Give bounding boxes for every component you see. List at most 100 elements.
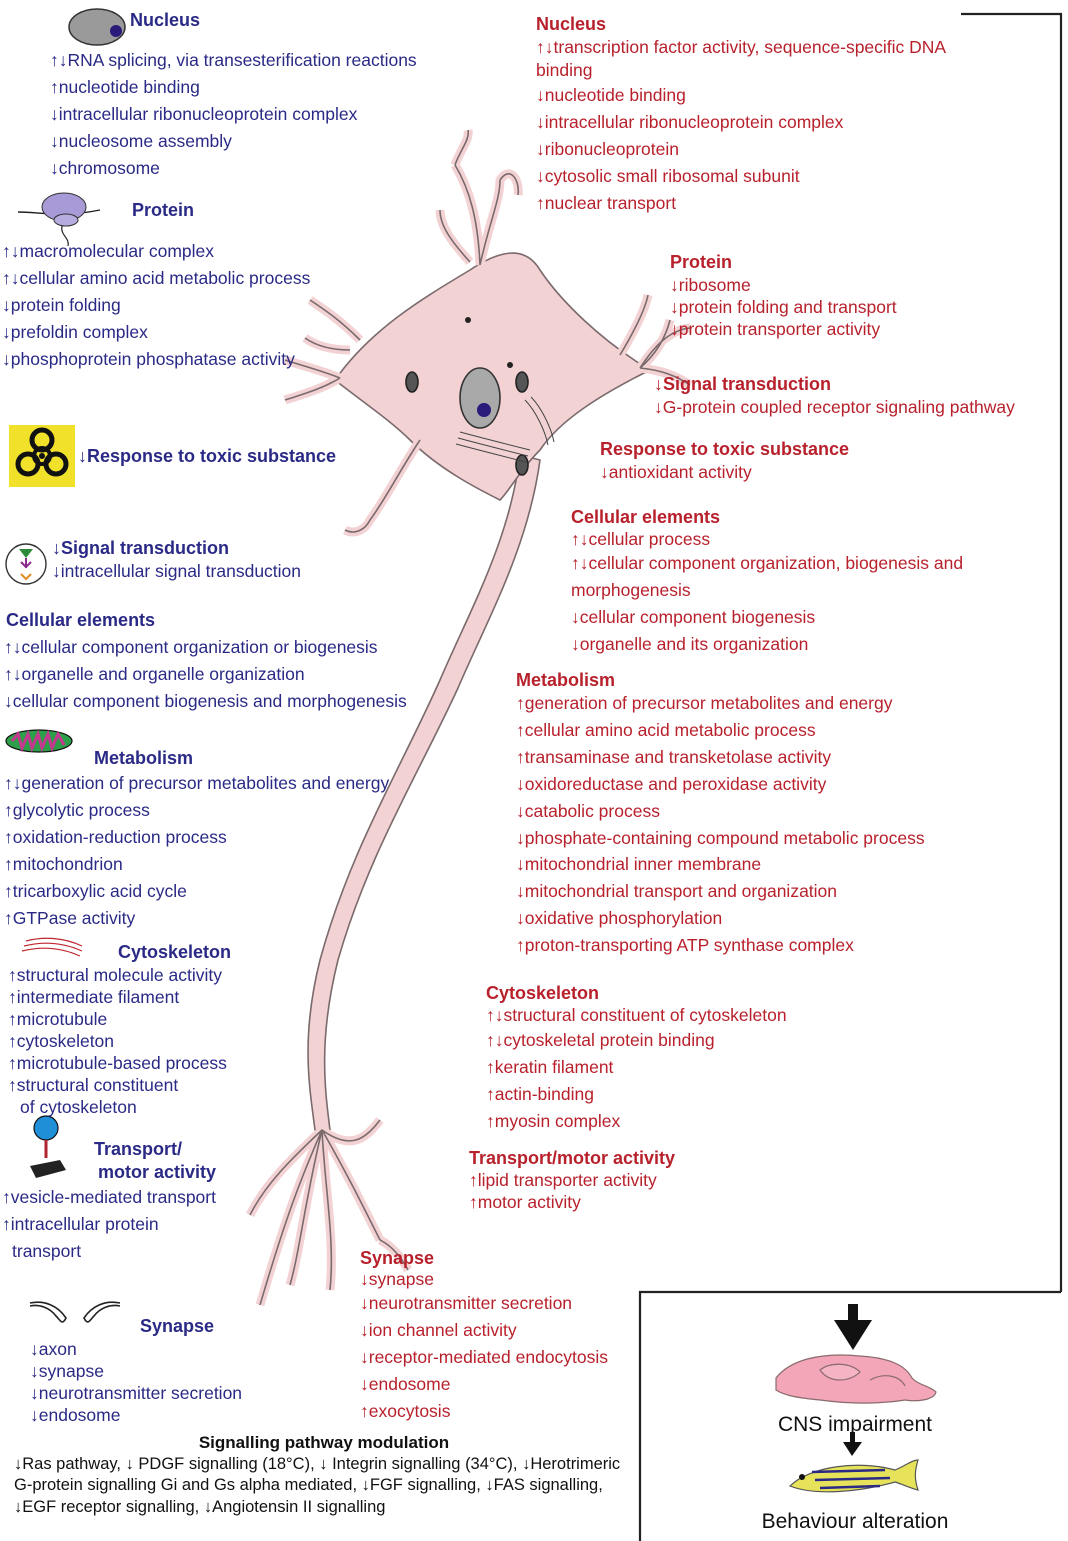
left-metabolism-block: Metabolism ↑↓generation of precursor met… (4, 746, 389, 931)
right-metabolism-item: ↑cellular amino acid metabolic process (516, 717, 925, 744)
right-cytoskeleton-title: Cytoskeleton (486, 983, 787, 1003)
right-protein-item: ↓protein transporter activity (670, 318, 897, 340)
brain-icon (776, 1355, 936, 1403)
left-metabolism-item: ↑tricarboxylic acid cycle (4, 878, 389, 905)
left-signal-item: ↓intracellular signal transduction (52, 560, 301, 582)
right-transport-title: Transport/motor activity (469, 1147, 675, 1169)
signalling-pathway-block: Signalling pathway modulation ↓Ras pathw… (14, 1432, 634, 1518)
right-synapse-item: ↓receptor-mediated endocytosis (360, 1344, 608, 1371)
right-metabolism-item: ↓catabolic process (516, 798, 925, 825)
right-cytoskeleton-block: Cytoskeleton ↑↓structural constituent of… (486, 983, 787, 1135)
left-transport-title-line2: motor activity (98, 1160, 216, 1184)
right-nucleus-block: Nucleus ↑↓transcription factor activity,… (536, 12, 946, 217)
right-cytoskeleton-item: ↑myosin complex (486, 1108, 787, 1135)
right-synapse-item: ↓endosome (360, 1371, 608, 1398)
left-protein-item: ↓phosphoprotein phosphatase activity (2, 346, 310, 373)
left-nucleus-item: ↓nucleosome assembly (50, 128, 417, 155)
right-nucleus-item: ↑↓transcription factor activity, sequenc… (536, 36, 946, 58)
biohazard-icon (9, 425, 75, 487)
left-cytoskeleton-block: Cytoskeleton ↑structural molecule activi… (8, 940, 231, 1118)
down-arrow-icon (834, 1304, 872, 1350)
left-nucleus-block: Nucleus ↑↓RNA splicing, via transesterif… (50, 8, 417, 182)
right-metabolism-title: Metabolism (516, 670, 925, 690)
right-transport-item: ↑lipid transporter activity (469, 1169, 675, 1191)
right-synapse-item: ↑exocytosis (360, 1398, 608, 1425)
left-cellular-item: ↓cellular component biogenesis and morph… (4, 688, 407, 715)
right-metabolism-block: Metabolism ↑generation of precursor meta… (516, 670, 925, 959)
left-cellular-item: ↑↓cellular component organization or bio… (4, 634, 407, 661)
right-metabolism-item: ↓mitochondrial inner membrane (516, 851, 925, 878)
right-nucleus-title: Nucleus (536, 12, 946, 36)
right-metabolism-item: ↓oxidative phosphorylation (516, 905, 925, 932)
left-transport-item: transport (12, 1238, 216, 1265)
left-protein-title: Protein (132, 198, 310, 222)
left-cytoskeleton-item: ↑intermediate filament (8, 986, 231, 1008)
left-protein-item: ↑↓macromolecular complex (2, 238, 310, 265)
right-synapse-item: ↓neurotransmitter secretion (360, 1290, 608, 1317)
right-cellular-item: ↓cellular component biogenesis (571, 604, 963, 631)
right-protein-block: Protein ↓ribosome ↓protein folding and t… (670, 250, 897, 340)
right-nucleus-item: binding (536, 58, 946, 82)
left-transport-item: ↑intracellular protein (2, 1211, 216, 1238)
right-metabolism-item: ↓mitochondrial transport and organizatio… (516, 878, 925, 905)
cns-impairment-label: CNS impairment (760, 1413, 950, 1437)
right-nucleus-item: ↓nucleotide binding (536, 82, 946, 109)
signalling-title: Signalling pathway modulation (14, 1432, 634, 1454)
left-cellular-title: Cellular elements (6, 608, 407, 632)
right-protein-item: ↓ribosome (670, 274, 897, 296)
right-synapse-item: ↓ion channel activity (360, 1317, 608, 1344)
left-metabolism-item: ↑GTPase activity (4, 905, 389, 932)
right-cytoskeleton-item: ↑actin-binding (486, 1081, 787, 1108)
left-cytoskeleton-item: ↑microtubule (8, 1008, 231, 1030)
right-transport-block: Transport/motor activity ↑lipid transpor… (469, 1147, 675, 1213)
right-nucleus-item: ↑nuclear transport (536, 190, 946, 217)
left-cytoskeleton-item: ↑structural molecule activity (8, 964, 231, 986)
left-synapse-item: ↓synapse (30, 1360, 242, 1382)
right-synapse-item: ↓synapse (360, 1268, 608, 1290)
right-metabolism-item: ↓phosphate-containing compound metabolic… (516, 825, 925, 852)
right-synapse-block: Synapse ↓synapse ↓neurotransmitter secre… (360, 1248, 608, 1425)
left-nucleus-item: ↑nucleotide binding (50, 74, 417, 101)
left-cytoskeleton-item: ↑microtubule-based process (8, 1052, 231, 1074)
left-metabolism-item: ↑mitochondrion (4, 851, 389, 878)
right-signal-title: ↓Signal transduction (654, 372, 1015, 396)
right-nucleus-item: ↓ribonucleoprotein (536, 136, 946, 163)
left-nucleus-item: ↑↓RNA splicing, via transesterification … (50, 47, 417, 74)
right-protein-item: ↓protein folding and transport (670, 296, 897, 318)
right-cellular-item: morphogenesis (571, 577, 963, 604)
right-cellular-block: Cellular elements ↑↓cellular process ↑↓c… (571, 506, 963, 658)
right-cellular-item: ↓organelle and its organization (571, 631, 963, 658)
left-transport-block: Transport/ motor activity ↑vesicle-media… (2, 1138, 216, 1265)
right-cellular-item: ↑↓cellular process (571, 528, 963, 550)
left-cytoskeleton-item: of cytoskeleton (20, 1096, 231, 1118)
left-signal-title: ↓Signal transduction (52, 536, 301, 560)
left-transport-title-line1: Transport/ (94, 1138, 216, 1160)
behaviour-alteration-label: Behaviour alteration (740, 1510, 970, 1534)
left-nucleus-item: ↓intracellular ribonucleoprotein complex (50, 101, 417, 128)
left-synapse-item: ↓neurotransmitter secretion (30, 1382, 242, 1404)
right-cytoskeleton-item: ↑↓structural constituent of cytoskeleton (486, 1003, 787, 1027)
left-metabolism-item: ↑oxidation-reduction process (4, 824, 389, 851)
left-cellular-item: ↑↓organelle and organelle organization (4, 661, 407, 688)
left-transport-item: ↑vesicle-mediated transport (2, 1184, 216, 1211)
left-metabolism-title: Metabolism (94, 746, 389, 770)
left-synapse-title: Synapse (140, 1314, 242, 1338)
right-cytoskeleton-item: ↑keratin filament (486, 1054, 787, 1081)
right-cellular-title: Cellular elements (571, 506, 963, 528)
right-toxic-title: Response to toxic substance (600, 437, 849, 461)
right-toxic-block: Response to toxic substance ↓antioxidant… (600, 437, 849, 483)
right-nucleus-item: ↓cytosolic small ribosomal subunit (536, 163, 946, 190)
left-synapse-item: ↓axon (30, 1338, 242, 1360)
left-metabolism-item: ↑↓generation of precursor metabolites an… (4, 770, 389, 797)
right-metabolism-item: ↑transaminase and transketolase activity (516, 744, 925, 771)
right-transport-item: ↑motor activity (469, 1191, 675, 1213)
left-protein-item: ↓protein folding (2, 292, 310, 319)
left-protein-item: ↓prefoldin complex (2, 319, 310, 346)
right-toxic-item: ↓antioxidant activity (600, 461, 849, 483)
left-signal-block: ↓Signal transduction ↓intracellular sign… (52, 536, 301, 582)
left-nucleus-title: Nucleus (130, 8, 417, 32)
left-cellular-block: Cellular elements ↑↓cellular component o… (4, 608, 407, 715)
signalling-text: ↓Ras pathway, ↓ PDGF signalling (18°C), … (14, 1454, 634, 1519)
right-cytoskeleton-item: ↑↓cytoskeletal protein binding (486, 1027, 787, 1054)
